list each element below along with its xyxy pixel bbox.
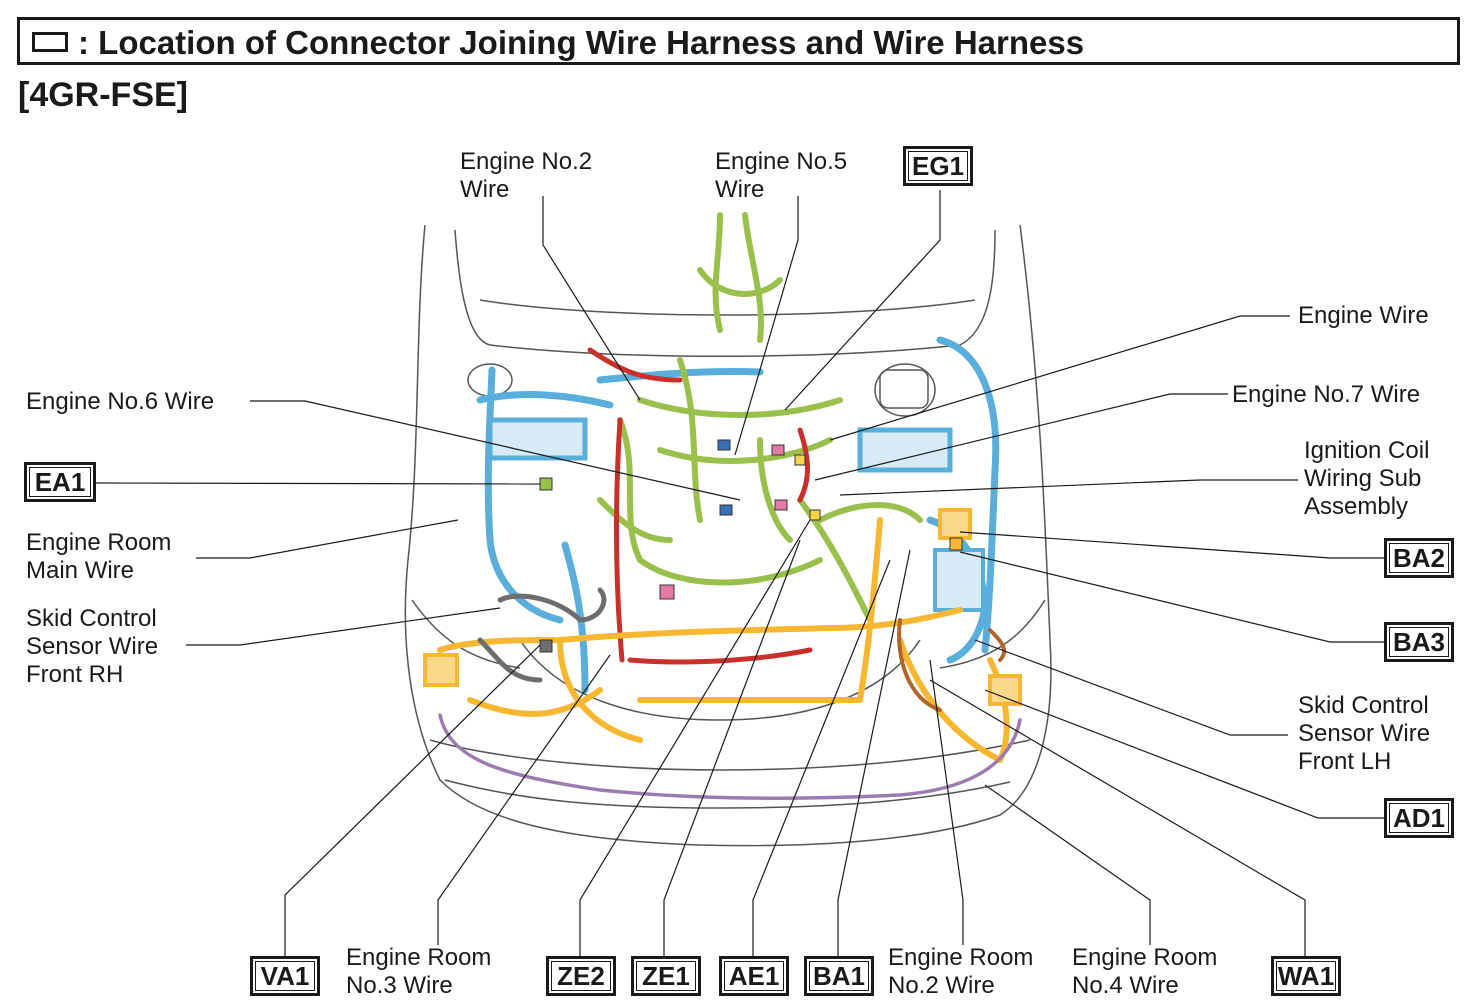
connector-ba1: BA1 — [804, 956, 874, 996]
connector-markers — [539, 439, 963, 653]
label-engine-wire: Engine Wire — [1298, 302, 1429, 329]
label-engine-room-no3-wire: Engine Room No.3 Wire — [346, 944, 492, 999]
page-title: : Location of Connector Joining Wire Har… — [78, 24, 1085, 61]
label-skid-control-sensor-wire-front-lh: Skid Control Sensor Wire Front LH — [1298, 692, 1431, 775]
connector-va1: VA1 — [250, 956, 320, 996]
connector-ze2: ZE2 — [546, 956, 616, 996]
connector-ae1: AE1 — [719, 956, 789, 996]
connector-legend-icon — [32, 32, 68, 52]
front-wire-purple — [438, 713, 1022, 801]
label-engine-no5-wire: Engine No.5 Wire — [715, 148, 848, 203]
label-engine-no6-wire: Engine No.6 Wire — [26, 388, 215, 415]
engine-wire-green — [597, 212, 923, 623]
label-engine-no7-wire: Engine No.7 Wire — [1232, 381, 1421, 408]
engine-model-subtitle: [4GR-FSE] — [18, 76, 188, 114]
connector-wa1: WA1 — [1271, 956, 1341, 996]
label-engine-room-main-wire: Engine Room Main Wire — [26, 529, 172, 584]
vehicle-body-outline — [404, 224, 1052, 847]
label-engine-no2-wire: Engine No.2 Wire — [460, 148, 593, 203]
skid-control-sensor-wire-gray — [477, 587, 607, 683]
label-ignition-coil-wiring-sub-assembly: Ignition Coil Wiring Sub Assembly — [1304, 437, 1430, 520]
connector-ze1: ZE1 — [631, 956, 701, 996]
title-box: : Location of Connector Joining Wire Har… — [17, 17, 1460, 65]
engine-room-main-wire-blue — [476, 336, 1000, 694]
connector-eg1: EG1 — [903, 146, 973, 186]
engine-no6-wire-red — [587, 347, 813, 665]
connector-ad1: AD1 — [1384, 798, 1454, 838]
label-engine-room-no2-wire: Engine Room No.2 Wire — [888, 944, 1034, 999]
label-engine-room-no4-wire: Engine Room No.4 Wire — [1072, 944, 1218, 999]
engine-room-no3-wire-yellow — [423, 508, 1022, 763]
engine-room-no2-wire-brown — [897, 618, 1007, 712]
connector-ba3: BA3 — [1384, 622, 1454, 662]
leader-lines — [95, 190, 1385, 958]
connector-ba2: BA2 — [1384, 538, 1454, 578]
connector-ea1: EA1 — [24, 462, 96, 502]
label-skid-control-sensor-wire-front-rh: Skid Control Sensor Wire Front RH — [26, 605, 159, 688]
